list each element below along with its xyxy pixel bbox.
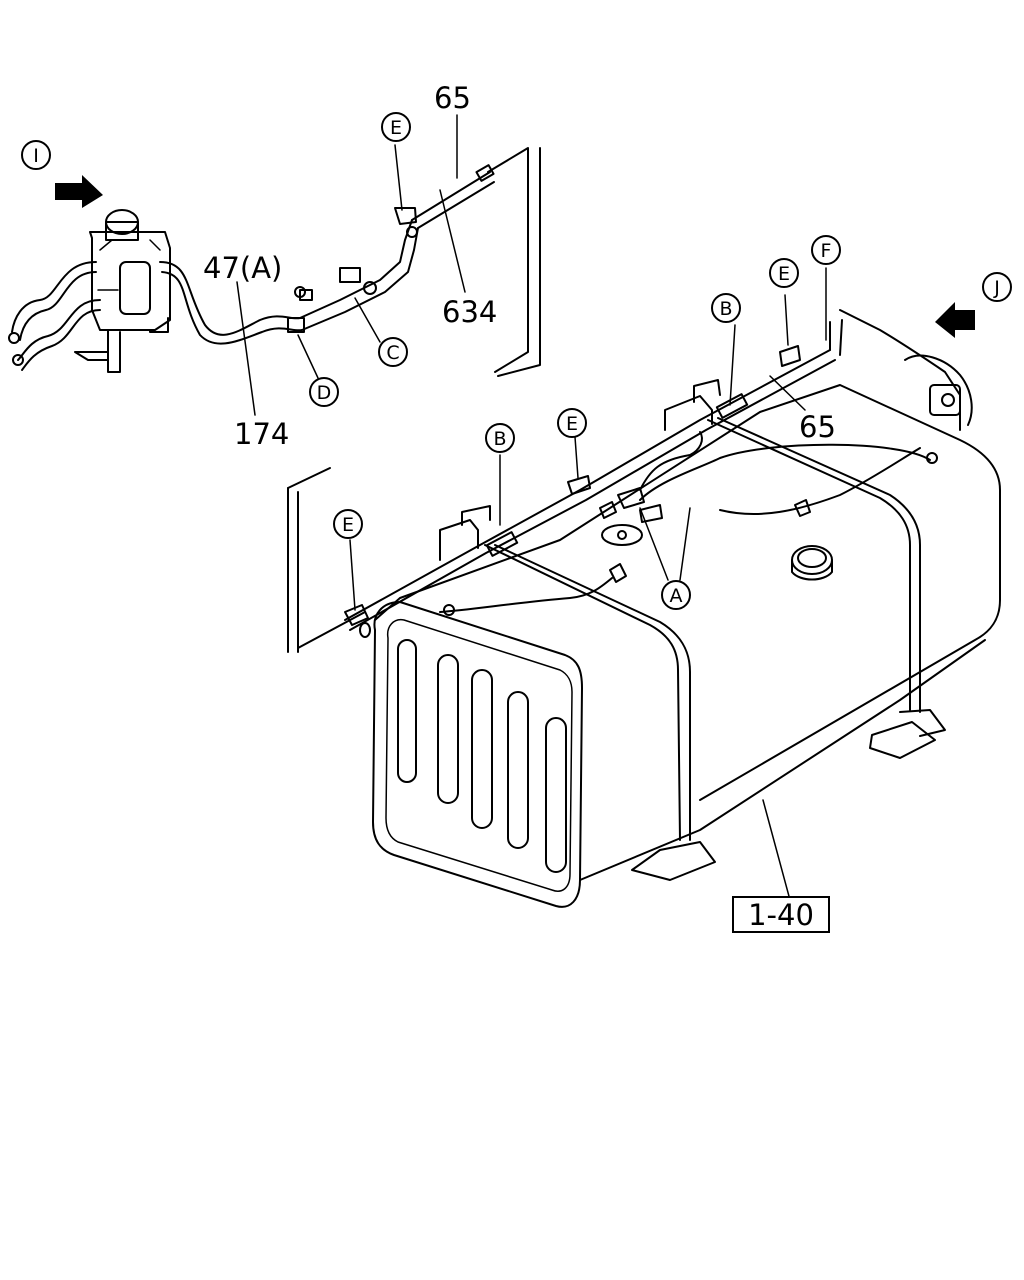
fuel-filter-assembly bbox=[8, 147, 541, 377]
callout-circle-b-right: B bbox=[711, 293, 741, 323]
part-number-65-tank: 65 bbox=[799, 410, 836, 444]
callout-e-label: E bbox=[390, 117, 402, 139]
tank-fuel-lines bbox=[344, 319, 938, 638]
callout-circle-j: J bbox=[982, 272, 1012, 302]
callout-circle-e-left: E bbox=[333, 509, 363, 539]
callout-i-label: I bbox=[33, 145, 39, 167]
leader-lines bbox=[236, 114, 827, 901]
callout-circle-e-right: E bbox=[769, 258, 799, 288]
callout-f-label: F bbox=[821, 240, 832, 262]
callout-b-label: B bbox=[493, 428, 506, 450]
callout-c-label: C bbox=[386, 342, 399, 364]
callout-circle-f: F bbox=[811, 235, 841, 265]
callout-circle-b-left: B bbox=[485, 423, 515, 453]
callout-d-label: D bbox=[317, 382, 332, 404]
callout-circle-e-mid: E bbox=[557, 408, 587, 438]
part-number-174: 174 bbox=[234, 417, 289, 451]
part-number-65-top: 65 bbox=[434, 81, 471, 115]
callout-a-label: A bbox=[670, 585, 683, 607]
frame-rail bbox=[287, 467, 366, 653]
callout-circle-a: A bbox=[661, 580, 691, 610]
callout-circle-i: I bbox=[21, 140, 51, 170]
arrow-i-icon bbox=[55, 175, 103, 208]
callout-b-label: B bbox=[719, 298, 732, 320]
fuel-tank bbox=[372, 302, 1001, 908]
callout-circle-e-top: E bbox=[381, 112, 411, 142]
part-number-47a: 47(A) bbox=[203, 251, 282, 285]
arrow-j-icon bbox=[935, 302, 975, 338]
callout-e-label: E bbox=[342, 514, 354, 536]
reference-box: 1-40 bbox=[732, 896, 830, 933]
callout-circle-c: C bbox=[378, 337, 408, 367]
reference-label: 1-40 bbox=[748, 898, 814, 932]
callout-e-label: E bbox=[566, 413, 578, 435]
callout-circle-d: D bbox=[309, 377, 339, 407]
callout-j-label: J bbox=[993, 277, 1000, 299]
part-number-634: 634 bbox=[442, 295, 497, 329]
callout-e-label: E bbox=[778, 263, 790, 285]
